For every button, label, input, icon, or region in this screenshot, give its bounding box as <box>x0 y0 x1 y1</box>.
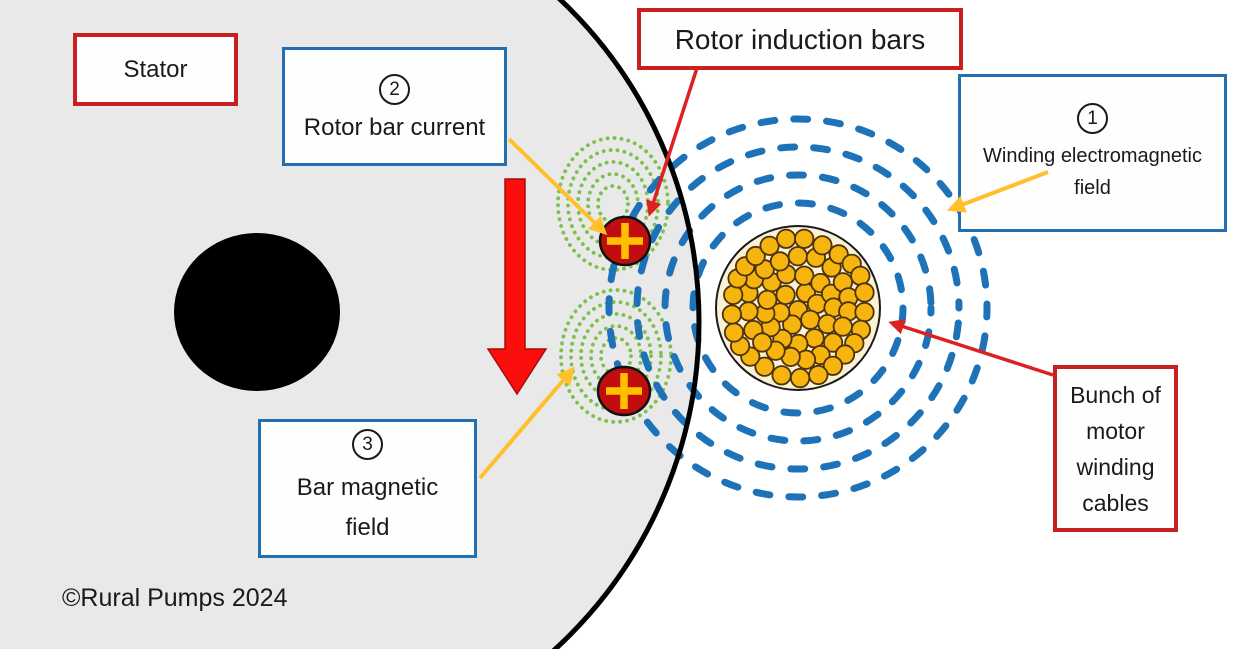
field-dot-ring <box>599 336 633 376</box>
cable-circle <box>754 356 775 377</box>
cable-circle <box>738 301 759 322</box>
field-dot-ring <box>596 184 630 224</box>
cable-circle <box>794 228 815 249</box>
cable-circle <box>723 322 745 343</box>
stator-boundary <box>551 0 702 649</box>
bar-magnetic-field-line1: Bar magnetic <box>296 474 439 501</box>
cable-circle <box>757 289 778 310</box>
rotor-core-ellipse <box>174 233 340 391</box>
cable-circle <box>832 316 853 337</box>
winding-bunch-line3: winding <box>1076 453 1155 480</box>
winding-bunch-line2: motor <box>1086 417 1145 444</box>
cable-circle <box>769 251 791 272</box>
winding-field-line1: Winding electromagnetic <box>983 144 1202 167</box>
winding-bunch-line4: cables <box>1082 489 1149 516</box>
winding-field-line2: field <box>1074 176 1111 199</box>
number-2-icon: 2 <box>379 74 410 105</box>
rotor-bar-current-label: Rotor bar current <box>303 114 486 141</box>
field-dash-ring <box>633 143 963 473</box>
cable-circle <box>721 304 743 325</box>
winding-bunch-line1: Bunch of <box>1070 381 1161 408</box>
winding-bunch-label-box: Bunch of motor winding cables <box>1053 365 1178 532</box>
field-dot-ring <box>579 312 653 400</box>
cable-circle <box>808 364 829 386</box>
copyright-text: ©Rural Pumps 2024 <box>62 584 288 612</box>
cable-circle <box>789 367 811 389</box>
field-dash-ring <box>661 171 935 445</box>
stator-label-box: Stator <box>73 33 238 106</box>
rotor-bar-top <box>598 215 652 267</box>
plus-icon <box>607 223 643 259</box>
rotor-bar-bottom <box>596 365 652 417</box>
stator-label: Stator <box>123 55 188 83</box>
bar-magnetic-field-label: Bar magnetic field <box>297 468 438 548</box>
cable-circle <box>787 246 808 267</box>
cable-circle <box>782 314 803 335</box>
winding-field-label: Winding electromagnetic field <box>983 140 1202 204</box>
cable-circle <box>822 355 844 376</box>
cable-circle <box>771 365 792 386</box>
cable-circle <box>812 235 833 256</box>
number-3-icon: 3 <box>352 429 383 460</box>
rotor-induction-bars-label-box: Rotor induction bars <box>637 8 963 70</box>
rotor-bar-current-label-box: 2 Rotor bar current <box>282 47 507 166</box>
cable-circle <box>759 235 780 256</box>
bar-magnetic-field-line2: field <box>345 514 390 541</box>
cable-circle <box>854 301 875 323</box>
plus-icon <box>606 373 642 409</box>
cable-circle <box>800 309 821 330</box>
cable-circle <box>775 284 796 305</box>
winding-field-rings <box>605 115 991 501</box>
cable-circle <box>850 265 871 286</box>
winding-field-label-box: 1 Winding electromagnetic field <box>958 74 1227 232</box>
cable-circle <box>745 245 766 267</box>
cable-circle <box>822 332 844 353</box>
cable-circle <box>854 282 875 303</box>
cable-circle <box>723 284 744 305</box>
winding-bunch-label: Bunch of motor winding cables <box>1070 377 1161 521</box>
field-dash-ring <box>605 115 991 501</box>
rotor-induction-bars-label: Rotor induction bars <box>674 23 926 55</box>
cable-circle <box>752 332 773 353</box>
field-dash-ring <box>689 199 907 417</box>
cable-circle <box>775 228 797 249</box>
bar-magnetic-field-label-box: 3 Bar magnetic field <box>258 419 477 558</box>
number-1-icon: 1 <box>1077 102 1108 134</box>
winding-cables <box>721 228 875 389</box>
cable-circle <box>794 265 815 286</box>
